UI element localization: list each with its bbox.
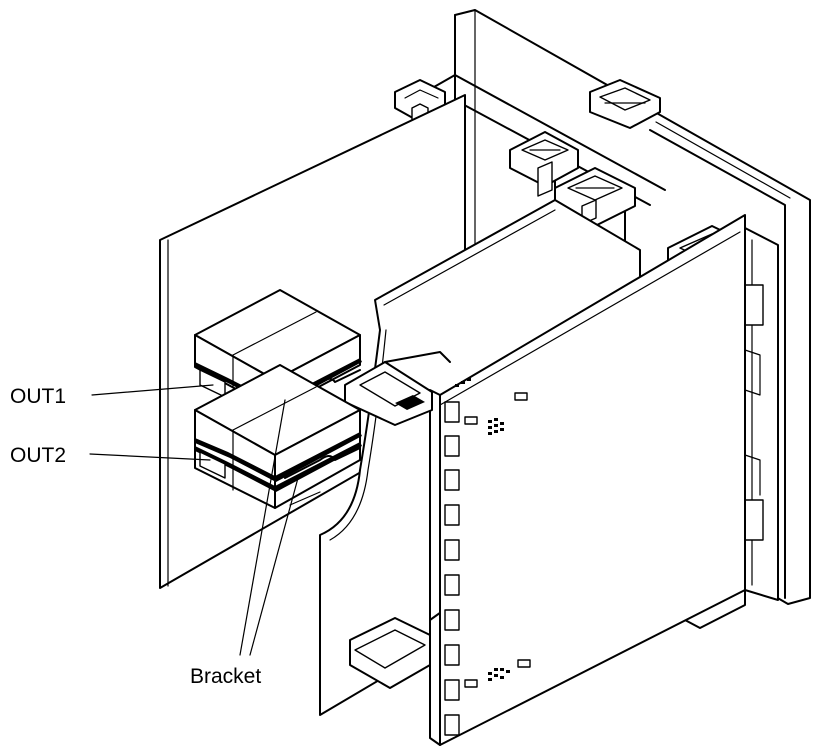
center-connector bbox=[344, 351, 451, 426]
out1-leader bbox=[91, 384, 214, 396]
bracket-leader-1 bbox=[239, 399, 286, 656]
relay-module-out2 bbox=[194, 364, 362, 509]
bracket-leader-2 bbox=[249, 477, 299, 656]
out2-label: OUT2 bbox=[10, 444, 66, 467]
out2-leader bbox=[89, 453, 211, 461]
front-pcb bbox=[349, 214, 746, 746]
smd-components bbox=[455, 378, 531, 688]
bracket-label: Bracket bbox=[190, 665, 261, 688]
out1-label: OUT1 bbox=[10, 385, 66, 408]
connector-pins bbox=[444, 401, 460, 736]
relay-module-out1 bbox=[194, 289, 362, 411]
callout-leaders bbox=[89, 384, 299, 656]
